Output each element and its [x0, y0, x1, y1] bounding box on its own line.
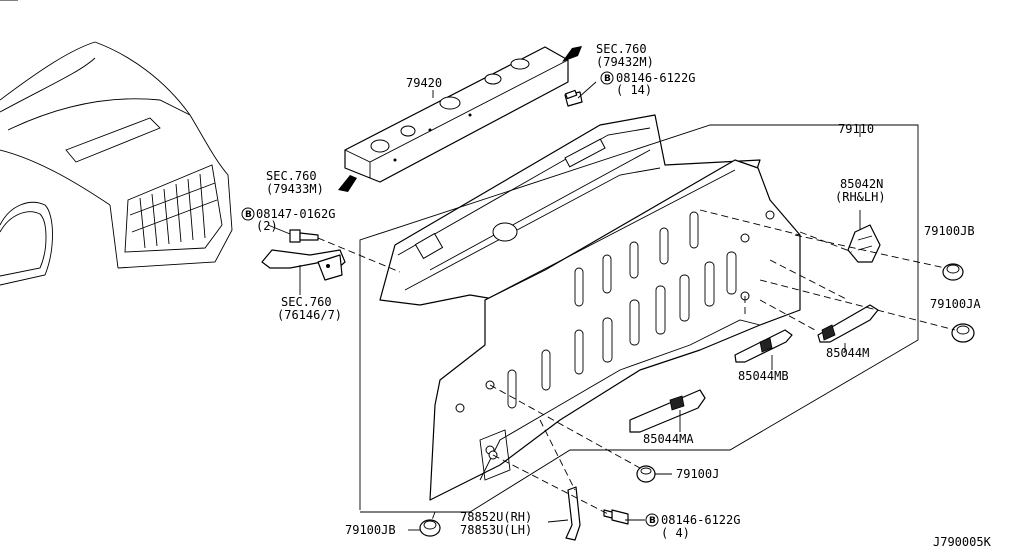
car-rear-illustration: [0, 0, 233, 286]
diagram-code: J790005K: [933, 535, 992, 549]
label-85044mb: 85044MB: [738, 369, 789, 383]
label-85042n: 85042N: [840, 177, 883, 191]
label-sec760-a: SEC.760: [596, 42, 647, 56]
label-bolt-left-qty: (2): [256, 219, 278, 233]
bracket-78852u: [565, 486, 581, 541]
bolt-b-mark-left-text: B: [245, 210, 252, 220]
bolt-left: [289, 229, 319, 243]
arrow-down-left: [338, 175, 357, 192]
grommet-79100jb-left: [419, 519, 441, 537]
bracket-76146: [261, 249, 346, 281]
label-bolt-bottom-qty: ( 4): [661, 526, 690, 540]
bracket-85044ma: [629, 389, 706, 433]
bracket-85044m: [817, 304, 879, 343]
label-85044m: 85044M: [826, 346, 869, 360]
rear-panel-79110: [379, 114, 801, 501]
label-78853u: 78853U(LH): [460, 523, 532, 537]
grommet-79100jb-right: [942, 263, 964, 281]
label-sec760-b: SEC.760: [266, 169, 317, 183]
clip-79100j: [636, 465, 656, 483]
label-sec760-a-sub: (79432M): [596, 55, 654, 69]
arrow-up-right: [562, 46, 582, 62]
label-79100jb-left: 79100JB: [345, 523, 396, 537]
label-bolt-left: 08147-0162G: [256, 207, 335, 221]
label-79100ja: 79100JA: [930, 297, 981, 311]
bolt-bottom: [603, 509, 629, 525]
label-sec760-c-sub: (76146/7): [277, 308, 342, 322]
label-sec760-b-sub: (79433M): [266, 182, 324, 196]
bracket-85042n: [847, 224, 881, 263]
label-bolt-top-qty: ( 14): [616, 83, 652, 97]
group-boundary: [359, 124, 919, 513]
bolt-b-mark-bottom-text: B: [649, 516, 656, 526]
label-79100j: 79100J: [676, 467, 719, 481]
label-78852u: 78852U(RH): [460, 510, 532, 524]
label-85044ma: 85044MA: [643, 432, 694, 446]
callout-labels: 79420 SEC.760 (79432M) B 08146-6122G ( 1…: [241, 42, 992, 549]
bolt-b-mark-left: [241, 207, 255, 221]
bolt-b-mark-top: [600, 71, 614, 85]
leader-lines: [267, 81, 956, 531]
bolt-b-mark-top-text: B: [604, 74, 611, 84]
grommet-79100ja: [951, 323, 975, 343]
label-79110: 79110: [838, 122, 874, 136]
bracket-85044mb: [734, 329, 793, 363]
label-bolt-bottom: 08146-6122G: [661, 513, 740, 527]
label-79420: 79420: [406, 76, 442, 90]
label-bolt-top: 08146-6122G: [616, 71, 695, 85]
label-sec760-c: SEC.760: [281, 295, 332, 309]
label-79100jb-right: 79100JB: [924, 224, 975, 238]
bolt-top: [564, 89, 583, 107]
label-85042n-sub: (RH&LH): [835, 190, 886, 204]
bolt-b-mark-bottom: [645, 513, 659, 527]
upper-panel-79420: [344, 46, 569, 183]
